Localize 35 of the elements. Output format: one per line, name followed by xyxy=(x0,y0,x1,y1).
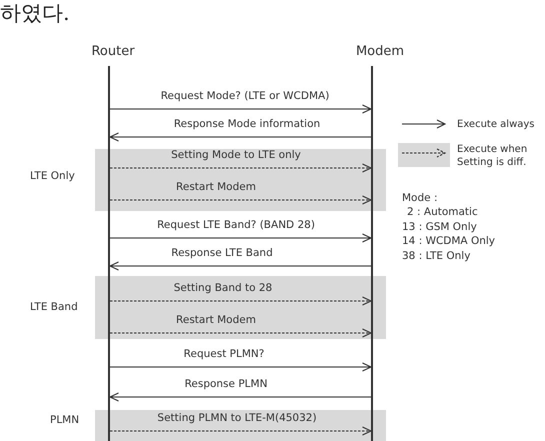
arrow xyxy=(109,392,371,402)
message-label: Request LTE Band? (BAND 28) xyxy=(157,219,315,232)
dashed-arrow xyxy=(110,296,372,306)
legend-note: 2 : Automatic xyxy=(407,206,478,219)
body-text: 하였다. xyxy=(0,0,70,26)
band-label: LTE Only xyxy=(30,170,75,183)
participant-label: Router xyxy=(91,44,135,59)
arrow xyxy=(109,261,371,271)
band-label: LTE Band xyxy=(30,301,78,314)
message-label: Response LTE Band xyxy=(171,247,273,260)
arrow xyxy=(110,362,372,372)
band-label: PLMN xyxy=(50,414,80,427)
dashed-arrow xyxy=(110,328,372,338)
dashed-arrow xyxy=(110,163,372,173)
message-label: Response PLMN xyxy=(184,378,268,391)
message-label: Restart Modem xyxy=(176,314,256,327)
legend-note: Mode : xyxy=(402,192,438,205)
message-label: Restart Modem xyxy=(176,181,256,194)
dashed-arrow xyxy=(110,426,372,436)
message-label: Request Mode? (LTE or WCDMA) xyxy=(160,90,330,103)
arrow xyxy=(110,233,372,243)
dashed-arrow xyxy=(110,195,372,205)
message-label: Request PLMN? xyxy=(184,348,264,361)
participant-label: Modem xyxy=(356,44,404,59)
legend-note: 13 : GSM Only xyxy=(402,221,477,234)
message-label: Setting Mode to LTE only xyxy=(171,149,301,162)
message-label: Setting Band to 28 xyxy=(174,282,272,295)
message-label: Setting PLMN to LTE-M(45032) xyxy=(157,412,317,425)
legend-text: Execute always xyxy=(457,118,535,131)
arrow xyxy=(110,104,372,114)
legend-text: Execute when Setting is diff. xyxy=(457,143,528,169)
arrow xyxy=(109,132,371,142)
legend-note: 38 : LTE Only xyxy=(402,250,470,263)
legend-note: 14 : WCDMA Only xyxy=(402,235,496,248)
message-label: Response Mode information xyxy=(174,118,320,131)
